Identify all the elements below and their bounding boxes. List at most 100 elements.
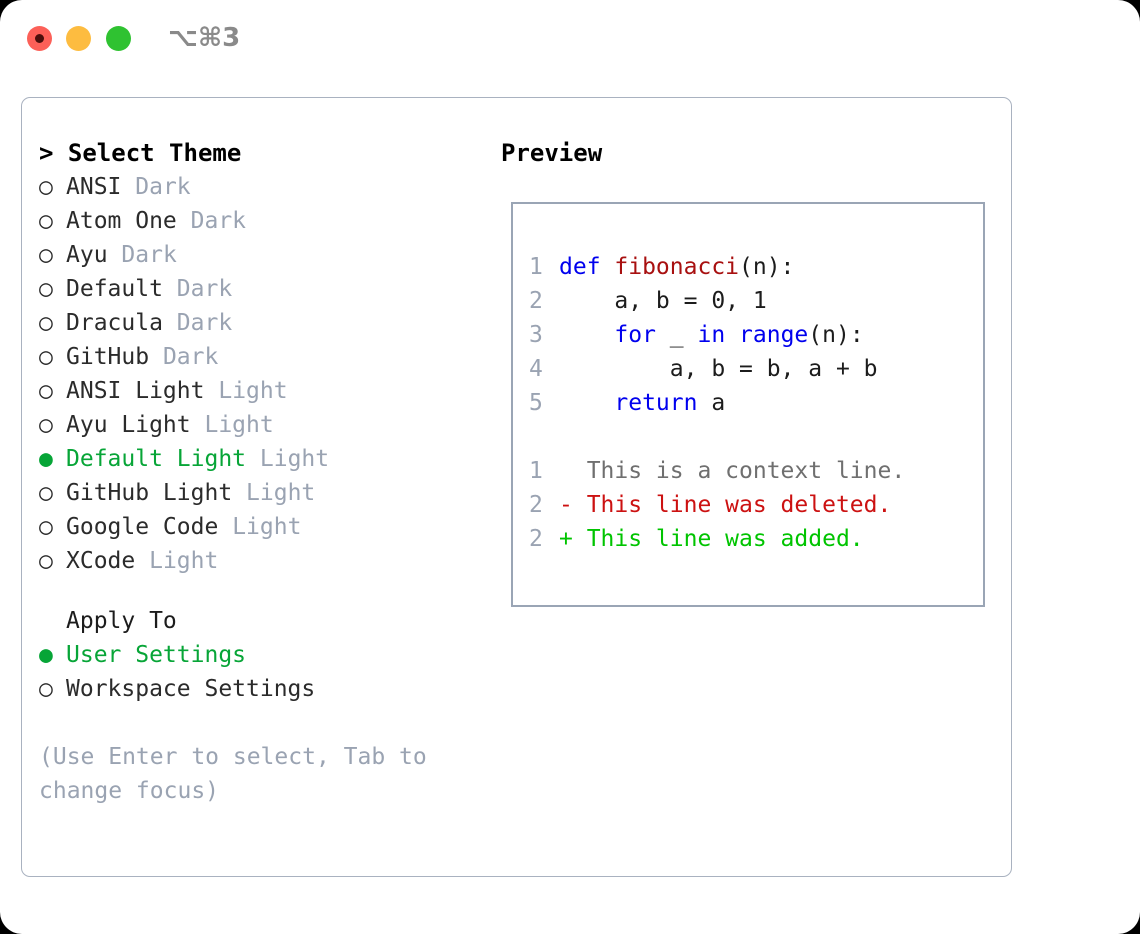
theme-list-item[interactable]: ○GitHub Light Light xyxy=(39,476,479,510)
theme-list-item[interactable]: ○ Ayu Light Light xyxy=(39,408,479,442)
theme-item-label: Atom One xyxy=(66,208,177,234)
diff-line-text: - This line was deleted. xyxy=(559,492,892,518)
diff-line-text: + This line was added. xyxy=(559,526,864,552)
code-token: (n): xyxy=(808,322,864,348)
radio-unselected-icon: ○ xyxy=(39,378,53,404)
close-button-icon[interactable] xyxy=(27,26,52,51)
theme-item-tag: Dark xyxy=(190,208,247,234)
radio-selected-icon: ● xyxy=(39,446,53,472)
code-token xyxy=(559,322,614,348)
theme-item-tag: Dark xyxy=(162,344,219,370)
diff-snippet: 1 This is a context line. 2 - This line wa… xyxy=(529,454,977,556)
line-number: 4 xyxy=(529,356,543,382)
radio-unselected-icon: ○ xyxy=(39,276,53,302)
theme-list-item[interactable]: ● Default Light Light xyxy=(39,442,479,476)
theme-item-label: Ayu Light xyxy=(66,412,191,438)
line-number: 5 xyxy=(529,390,543,416)
code-line: 5 return a xyxy=(529,386,977,420)
radio-unselected-icon: ○ xyxy=(39,514,53,540)
label-tag-space xyxy=(108,242,122,268)
theme-item-tag: Light xyxy=(149,548,219,574)
code-line: 2 a, b = 0, 1 xyxy=(529,284,977,318)
radio-unselected-icon: ○ xyxy=(39,310,53,336)
theme-list-item[interactable]: ○ Ayu Dark xyxy=(39,238,479,272)
theme-item-label: ANSI Light xyxy=(66,378,205,404)
title-bar: ⌥⌘3 xyxy=(0,0,1140,78)
label-tag-space xyxy=(149,344,163,370)
list-gap-spacer xyxy=(39,578,479,604)
theme-list-item[interactable]: ○ Google Code Light xyxy=(39,510,479,544)
label-tag-space xyxy=(218,514,232,540)
radio-unselected-icon: ○ xyxy=(39,242,53,268)
theme-item-tag: Light xyxy=(259,446,330,472)
code-token: a xyxy=(697,390,726,416)
label-tag-space xyxy=(246,446,260,472)
theme-item-tag: Light xyxy=(204,412,274,438)
apply-to-option-label: Workspace Settings xyxy=(66,676,316,702)
apply-to-option[interactable]: ○Workspace Settings xyxy=(39,672,479,706)
theme-picker-panel: > Select Theme ○ANSI Dark○Atom One Dark○… xyxy=(39,136,479,808)
theme-list-item[interactable]: ○ XCode Light xyxy=(39,544,479,578)
theme-list-item[interactable]: ○ Atom One Dark xyxy=(39,204,479,238)
keyboard-hint-text: (Use Enter to select, Tab to change focu… xyxy=(39,744,427,804)
label-tag-space xyxy=(121,174,135,200)
apply-to-list: ● User Settings ○Workspace Settings xyxy=(39,638,479,706)
diff-line-text: This is a context line. xyxy=(559,458,906,484)
radio-unselected-icon: ○ xyxy=(39,480,53,506)
radio-unselected-icon: ○ xyxy=(39,208,53,234)
maximize-button-icon[interactable] xyxy=(106,26,131,51)
code-token xyxy=(725,322,739,348)
label-tag-space xyxy=(135,548,149,574)
apply-to-option-label: User Settings xyxy=(66,642,247,668)
diff-line: 1 This is a context line. xyxy=(529,454,977,488)
line-number: 3 xyxy=(529,322,543,348)
line-number: 1 xyxy=(529,458,543,484)
theme-item-tag: Light xyxy=(246,480,316,506)
theme-item-label: Ayu xyxy=(66,242,108,268)
theme-list-item[interactable]: ○Default Dark xyxy=(39,272,479,306)
radio-selected-icon: ● xyxy=(39,642,53,668)
theme-item-label: XCode xyxy=(66,548,136,574)
theme-item-tag: Light xyxy=(218,378,288,404)
radio-unselected-icon: ○ xyxy=(39,174,53,200)
code-token: a, b = 0, 1 xyxy=(559,288,767,314)
code-token: _ xyxy=(655,322,698,348)
radio-unselected-icon: ○ xyxy=(39,412,53,438)
theme-item-label: Default Light xyxy=(66,446,247,472)
hint-gap-spacer xyxy=(39,706,479,740)
theme-list-item[interactable]: ○GitHub Dark xyxy=(39,340,479,374)
keyboard-shortcut-label: ⌥⌘3 xyxy=(168,23,241,53)
code-token: for xyxy=(614,322,656,348)
diff-line: 2+ This line was added. xyxy=(529,522,977,556)
theme-list-item[interactable]: ○ ANSI Light Light xyxy=(39,374,479,408)
label-tag-space xyxy=(191,412,205,438)
theme-item-tag: Dark xyxy=(176,276,233,302)
code-token: fibonacci xyxy=(614,254,740,280)
line-number: 2 xyxy=(529,288,543,314)
theme-item-tag: Dark xyxy=(135,174,191,200)
label-tag-space xyxy=(163,310,177,336)
theme-list: ○ANSI Dark○Atom One Dark○Ayu Dark○Defaul… xyxy=(39,170,479,578)
code-token: range xyxy=(739,322,809,348)
apply-to-option[interactable]: ● User Settings xyxy=(39,638,479,672)
theme-item-tag: Light xyxy=(232,514,302,540)
minimize-button-icon[interactable] xyxy=(66,26,91,51)
theme-list-item[interactable]: ○Dracula Dark xyxy=(39,306,479,340)
theme-item-label: Google Code xyxy=(66,514,219,540)
theme-item-tag: Dark xyxy=(121,242,177,268)
theme-picker-prompt: > Select Theme xyxy=(39,139,242,167)
theme-list-item[interactable]: ○ANSI Dark xyxy=(39,170,479,204)
code-token xyxy=(559,390,614,416)
radio-unselected-icon: ○ xyxy=(39,548,53,574)
line-number: 2 xyxy=(529,492,543,518)
theme-item-tag: Dark xyxy=(176,310,233,336)
code-token: def xyxy=(559,254,615,280)
label-tag-space xyxy=(163,276,177,302)
diff-line: 2 - This line was deleted. xyxy=(529,488,977,522)
